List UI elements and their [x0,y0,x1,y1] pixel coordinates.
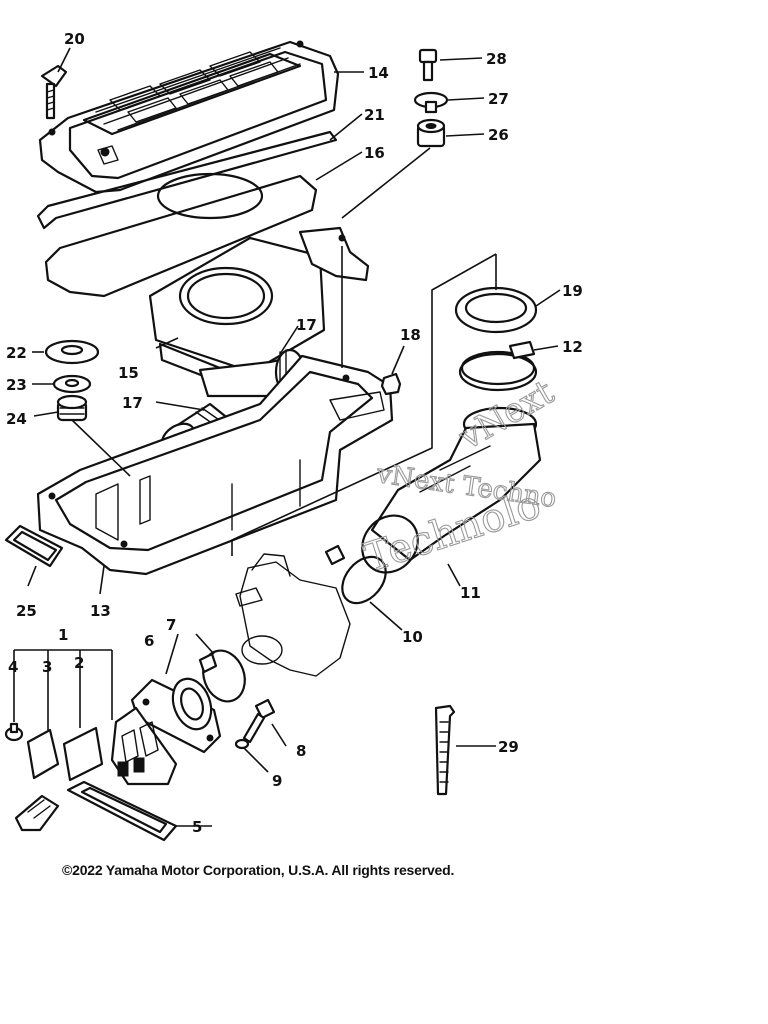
callout-17-lower: 17 [122,394,143,412]
part-23-washer [52,374,92,394]
part-2-reed-petal [62,726,104,782]
callout-17-upper: 17 [296,316,317,334]
callout-23: 23 [6,376,27,394]
callout-20: 20 [64,30,85,48]
callout-leaders [27,47,561,827]
part-9-washer [234,738,250,750]
part-3-reed-stopper [26,728,60,780]
part-20-screw [40,64,68,120]
callout-22: 22 [6,344,27,362]
callout-6: 6 [144,632,154,650]
callout-25: 25 [16,602,37,620]
callout-1: 1 [58,626,68,644]
carburetor-outline [235,553,351,677]
part-12-clamp [458,340,538,392]
callout-28: 28 [486,50,507,68]
part-1-reed-valve-block [110,706,178,786]
callout-24: 24 [6,410,27,428]
part-14-air-box-cover [38,40,340,194]
callout-18: 18 [400,326,421,344]
part-15-air-box-upper [148,226,370,396]
callout-14: 14 [368,64,389,82]
callout-4: 4 [8,658,18,676]
callout-labels: 20 14 21 16 28 27 26 19 12 18 17 17 15 2… [6,30,583,836]
callout-10: 10 [402,628,423,646]
part-13-air-box-lower [36,354,394,576]
part-18-nut [380,372,402,396]
callout-29: 29 [498,738,519,756]
part-25-rubber-cap [4,524,64,568]
assembly-reference-lines [13,147,497,730]
part-11-intake-boot [361,406,542,574]
callout-2: 2 [74,654,84,672]
part-19-ring [454,286,538,334]
part-4-screw [4,722,24,742]
callout-7: 7 [166,616,176,634]
callout-5: 5 [192,818,202,836]
part-10-clamp [324,544,387,605]
callout-12: 12 [562,338,583,356]
part-24-cap [56,394,88,422]
callout-27: 27 [488,90,509,108]
callout-16: 16 [364,144,385,162]
part-5-gasket [66,780,178,842]
part-28-bolt [418,48,438,82]
part-8-bolt [242,698,276,744]
callout-26: 26 [488,126,509,144]
reed-valve-small-piece [14,794,60,832]
copyright-notice: ©2022 Yamaha Motor Corporation, U.S.A. A… [62,862,455,878]
callout-8: 8 [296,742,306,760]
callout-11: 11 [460,584,481,602]
callout-15: 15 [118,364,139,382]
part-22-grommet [44,339,100,365]
callout-9: 9 [272,772,282,790]
part-21-seal-strip [36,130,338,230]
part-16-gasket [44,172,318,298]
part-27-collar [413,91,449,114]
part-29-tie-band [434,704,456,796]
callout-3: 3 [42,658,52,676]
callout-13: 13 [90,602,111,620]
part-6-carburetor-joint [130,677,222,754]
callout-19: 19 [562,282,583,300]
part-26-damper [416,118,446,148]
callout-21: 21 [364,106,385,124]
part-7-clamp [198,649,246,703]
